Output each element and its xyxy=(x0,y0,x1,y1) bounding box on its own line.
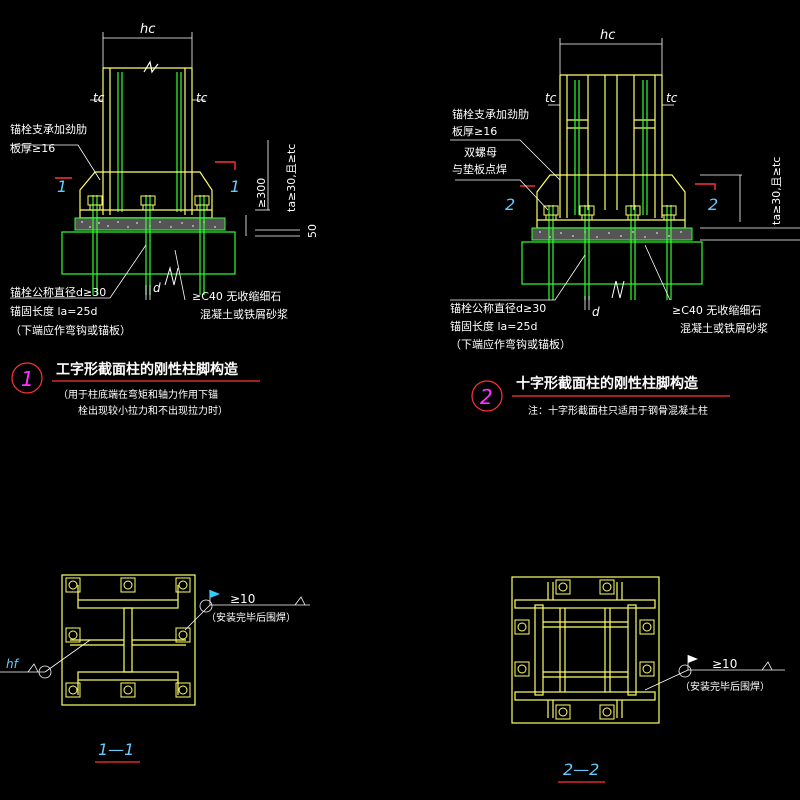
detail-note-1-b: 栓出现较小拉力和不出现拉力时） xyxy=(78,404,228,417)
section-2-bolts xyxy=(514,579,655,720)
section-1-hf: hf xyxy=(6,657,20,671)
section-2-base-plate xyxy=(511,576,660,724)
dimensions-1 xyxy=(90,32,300,300)
grout-label-1-a: ≥C40 无收缩细石 xyxy=(192,289,281,303)
anchor-bolts-2 xyxy=(548,205,672,300)
detail-note-1-a: （用于柱底端在弯矩和轴力作用下锚 xyxy=(58,388,218,401)
stiffener-label-2-a: 锚栓支承加劲肋 xyxy=(452,107,529,121)
dim-50-1: 50 xyxy=(306,224,319,238)
detail-1-elevation: hc tc tc ta≥30,且≥tc ≥300 50 d 1 1 锚栓支承加劲… xyxy=(10,22,319,417)
anchor-label-1-a: 锚栓公称直径d≥30 xyxy=(10,285,106,299)
detail-note-2: 注：十字形截面柱只适用于钢骨混凝土柱 xyxy=(528,404,708,417)
grout-2 xyxy=(531,227,693,241)
column-1-web xyxy=(117,72,182,212)
section-2-2-plan: ≥10 （安装完毕后围焊） 2—2 xyxy=(511,576,785,783)
dim-tc-2-left: tc xyxy=(545,91,557,105)
anchor-label-2-b: 锚固长度 la=25d xyxy=(450,319,538,333)
dim-tc-2-right: tc xyxy=(666,91,678,105)
detail-number-1: 1 xyxy=(21,367,34,391)
anchor-label-2-a: 锚栓公称直径d≥30 xyxy=(450,301,546,315)
dim-hc-2: hc xyxy=(600,28,615,43)
section-1-1-plan: ≥10 （安装完毕后围焊） hf 1—1 xyxy=(0,574,310,763)
detail-number-2: 2 xyxy=(480,385,493,409)
nut-label-2-a: 双螺母 xyxy=(464,146,497,159)
grout-label-2-b: 混凝土或铁屑砂浆 xyxy=(680,321,768,335)
dim-tc-1-left: tc xyxy=(93,91,105,105)
detail-title-1: 工字形截面柱的刚性柱脚构造 xyxy=(56,361,238,378)
column-2-web xyxy=(574,80,648,215)
section-2-cross-column xyxy=(514,582,656,718)
stiffener-label-1-b: 板厚≥16 xyxy=(10,141,55,155)
section-mark-1-left: 1 xyxy=(57,177,67,196)
concrete-base-1 xyxy=(61,231,236,275)
section-1-weld-flag xyxy=(210,590,220,598)
section-1-weld-size: ≥10 xyxy=(230,592,255,606)
column-1 xyxy=(102,60,193,215)
section-mark-2-left: 2 xyxy=(505,195,515,214)
dimensions-2 xyxy=(548,38,800,310)
detail-title-2: 十字形截面柱的刚性柱脚构造 xyxy=(516,375,698,392)
stiffener-label-1-a: 锚栓支承加劲肋 xyxy=(10,122,87,136)
section-mark-2-lines xyxy=(520,183,716,190)
detail-2-elevation: hc tc tc ta≥30,且≥tc d 2 2 锚栓支承加劲肋 板厚≥16 … xyxy=(450,28,800,417)
section-mark-2-right: 2 xyxy=(708,195,718,214)
section-mark-1-lines xyxy=(55,161,236,179)
detail-number-circle-1 xyxy=(11,362,43,394)
detail-number-circle-2 xyxy=(471,380,503,412)
stiffener-label-2-b: 板厚≥16 xyxy=(452,124,497,138)
column-2 xyxy=(559,74,663,218)
dim-tc-1-right: tc xyxy=(196,91,208,105)
anchor-bolts-1 xyxy=(92,195,205,295)
anchor-label-1-b: 锚固长度 la=25d xyxy=(10,304,98,318)
dim-d-2: d xyxy=(592,305,600,319)
section-mark-1-right: 1 xyxy=(230,177,240,196)
section-1-base-plate xyxy=(61,574,196,706)
section-2-weld-circle xyxy=(678,664,692,678)
section-1-weld-note: （安装完毕后围焊） xyxy=(206,611,296,624)
dim-ta-limit-1: ta≥30,且≥tc xyxy=(285,144,298,212)
section-2-weld-size: ≥10 xyxy=(712,657,737,671)
anchor-label-2-c: （下端应作弯钩或锚板） xyxy=(450,337,571,351)
dim-d-1: d xyxy=(153,281,161,295)
dim-hc-1: hc xyxy=(140,22,155,37)
dim-ta-limit-2: ta≥30,且≥tc xyxy=(770,157,783,225)
grout-label-2-a: ≥C40 无收缩细石 xyxy=(672,303,761,317)
bolt-nuts-2 xyxy=(543,205,677,221)
grout-label-1-b: 混凝土或铁屑砂浆 xyxy=(200,307,288,321)
section-1-label: 1—1 xyxy=(98,740,134,759)
anchor-label-1-c: （下端应作弯钩或锚板） xyxy=(10,323,131,337)
dim-ge300-1: ≥300 xyxy=(255,178,268,208)
section-2-weld-flag xyxy=(688,655,698,663)
section-2-label: 2—2 xyxy=(563,760,599,779)
concrete-base-2 xyxy=(521,241,703,285)
section-1-hf-circle xyxy=(38,665,52,679)
nut-label-2-b: 与垫板点焊 xyxy=(452,162,507,176)
section-1-bolts xyxy=(65,577,191,698)
section-1-weld-circle xyxy=(199,599,213,613)
leaders-2 xyxy=(450,139,671,301)
bolt-nuts-1 xyxy=(87,195,210,211)
section-2-weld-note: （安装完毕后围焊） xyxy=(680,680,770,693)
leaders-1 xyxy=(10,144,186,301)
